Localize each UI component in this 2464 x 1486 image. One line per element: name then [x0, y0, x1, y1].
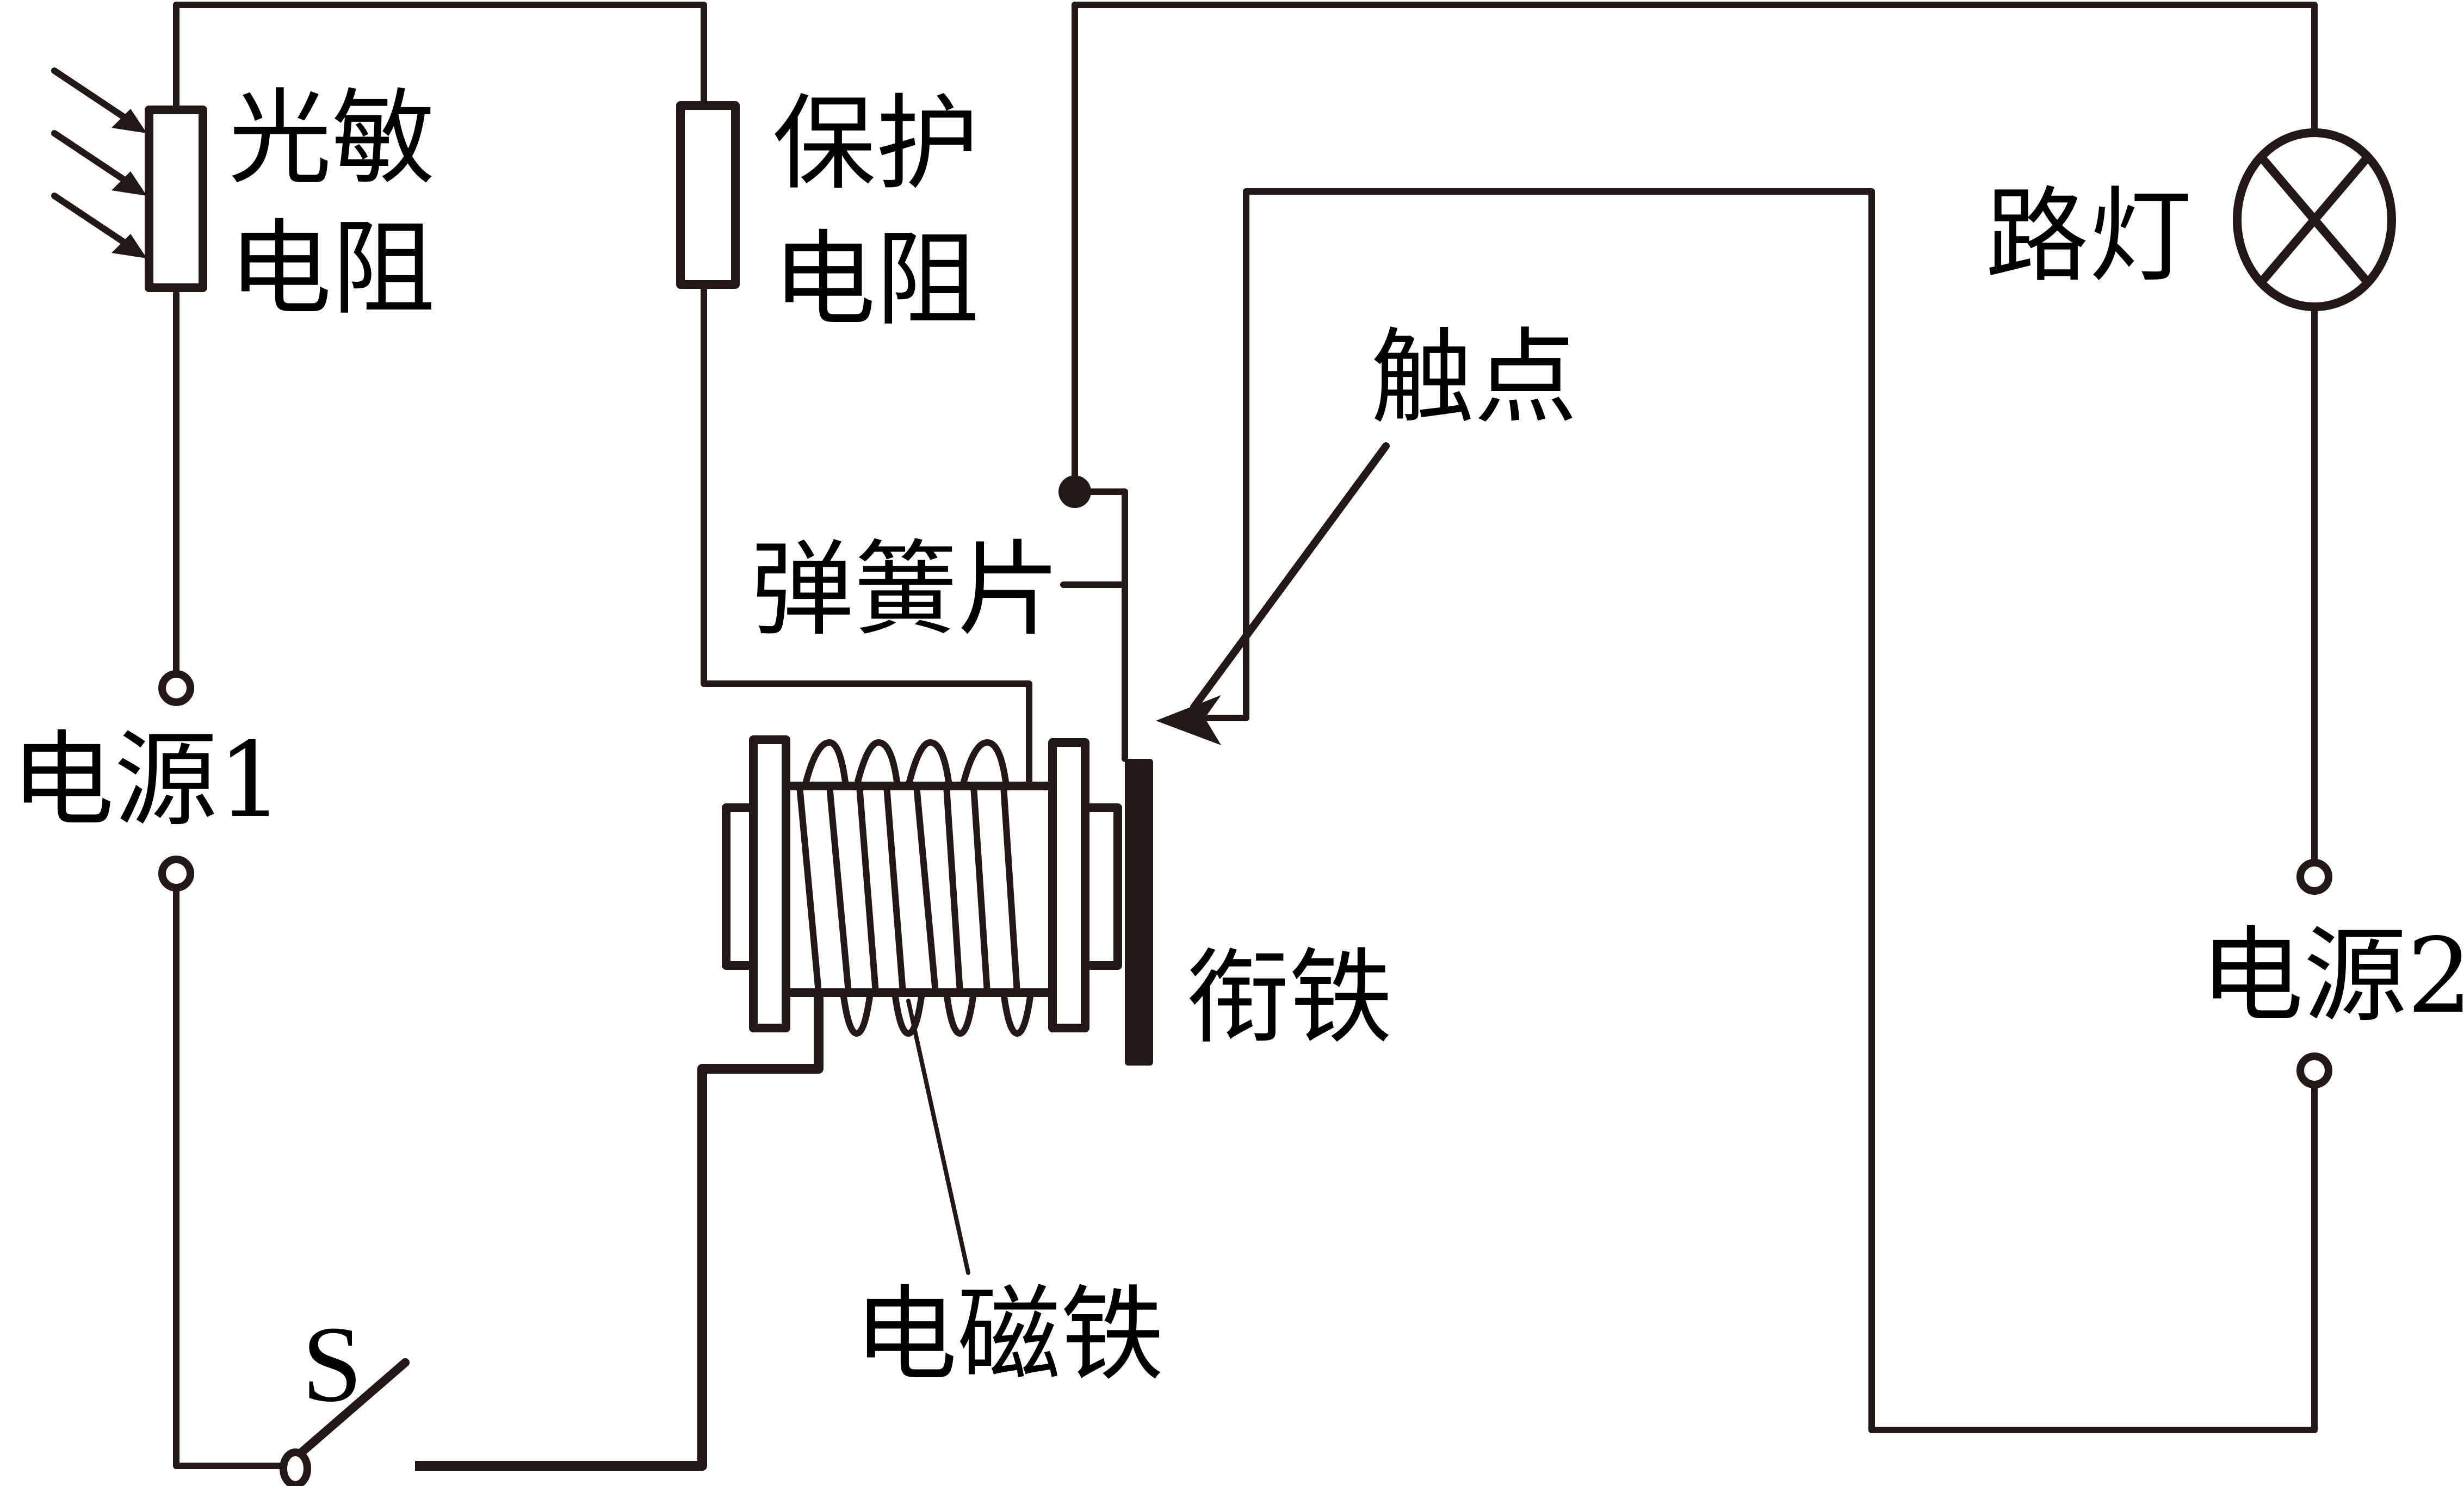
- light-arrow-1: [51, 67, 139, 128]
- street-lamp-label: 路灯: [1985, 176, 2192, 296]
- wire-source2-to-contact: [1180, 188, 2318, 1433]
- power-source-2-terminal-top[interactable]: [2296, 859, 2332, 895]
- switch-blade[interactable]: [291, 1358, 410, 1462]
- power-source-1-terminal-top[interactable]: [158, 670, 194, 706]
- power-source-1-label: 电源1: [11, 720, 283, 840]
- contact-arrowhead: [1156, 695, 1221, 745]
- street-lamp: 路灯: [1985, 128, 2396, 311]
- electromagnet: 电磁铁: [722, 735, 1164, 1395]
- protect-resistor: 保护 电阻: [676, 84, 979, 340]
- wire-left-top: [173, 2, 707, 113]
- power-source-1: 电源1: [11, 670, 283, 891]
- working-circuit: [1072, 2, 2318, 1433]
- switch-s[interactable]: S: [280, 1304, 410, 1486]
- photoresistor: 光敏 电阻: [51, 67, 435, 329]
- protect-resistor-body: [676, 101, 740, 289]
- light-arrow-3: [51, 193, 139, 253]
- flange-right: [1048, 738, 1089, 1032]
- contact: 触点: [1156, 318, 1577, 745]
- photoresistor-body: [145, 106, 207, 292]
- armature: 衔铁: [1125, 759, 1392, 1066]
- wire-junction-to-lamp: [1072, 2, 2318, 495]
- spring-strip-label: 弹簧片: [751, 530, 1061, 650]
- contact-label: 触点: [1371, 318, 1577, 438]
- light-arrow-1-head: [112, 109, 147, 133]
- electromagnet-label: 电磁铁: [854, 1275, 1164, 1395]
- switch-pivot: [280, 1448, 311, 1486]
- armature-label: 衔铁: [1186, 938, 1392, 1058]
- photoresistor-label-2: 电阻: [228, 209, 435, 329]
- power-source-1-terminal-bottom[interactable]: [158, 856, 194, 891]
- control-circuit: [173, 2, 1032, 1471]
- light-arrows-icon: [51, 67, 147, 258]
- power-source-2-terminal-bottom[interactable]: [2296, 1052, 2332, 1088]
- switch-label: S: [302, 1304, 362, 1425]
- spring-strip: 弹簧片: [751, 475, 1128, 762]
- power-source-2: 电源2: [2200, 859, 2464, 1088]
- flange-left: [749, 735, 790, 1032]
- lamp-cross-2: [2257, 153, 2372, 286]
- light-arrow-2: [51, 130, 139, 191]
- contact-pointer-line: [1190, 442, 1390, 711]
- power-source-2-label: 电源2: [2200, 916, 2464, 1036]
- light-arrow-2-head: [112, 171, 147, 196]
- protect-resistor-label-2: 电阻: [772, 220, 979, 340]
- wire-switch-right: [415, 968, 824, 1471]
- electromagnet-pointer: [906, 999, 970, 1275]
- wire-protect-to-coil: [701, 281, 1032, 814]
- core-right-stub: [1081, 803, 1122, 970]
- light-arrow-3-head: [112, 234, 147, 258]
- protect-resistor-label-1: 保护: [772, 84, 979, 204]
- coil-windings: [796, 739, 1034, 1037]
- photoresistor-label-1: 光敏: [228, 78, 435, 199]
- armature-bar: [1125, 759, 1153, 1066]
- wire-left-bottom: [173, 885, 283, 1469]
- spring-strip-line: [1072, 488, 1128, 762]
